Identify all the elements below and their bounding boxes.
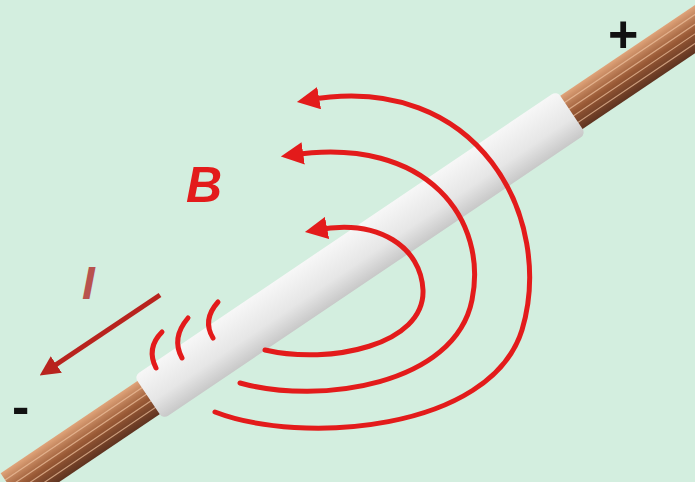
copper-strands bbox=[1, 4, 695, 482]
current-arrow bbox=[48, 295, 160, 370]
field-symbol: B bbox=[186, 160, 222, 210]
terminal-sign: - bbox=[12, 380, 29, 432]
terminal-sign: + bbox=[608, 8, 638, 60]
current-symbol: I bbox=[82, 260, 95, 306]
field-lines bbox=[152, 96, 529, 428]
insulation bbox=[134, 91, 586, 419]
